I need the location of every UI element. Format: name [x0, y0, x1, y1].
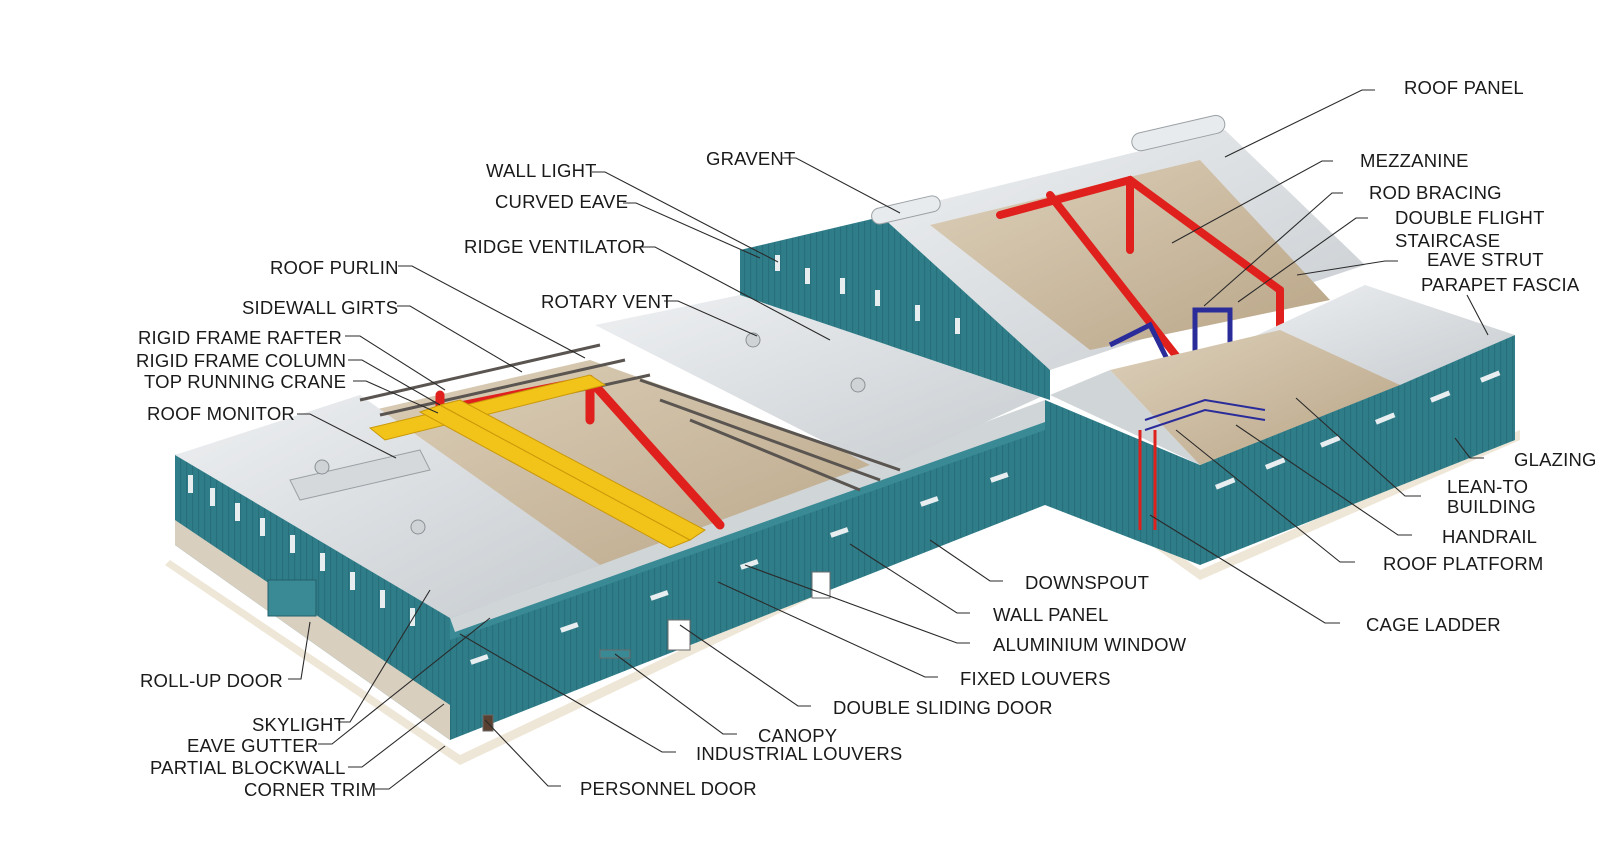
label-fixed-louvers: FIXED LOUVERS	[960, 668, 1111, 689]
roof-monitor	[289, 449, 431, 501]
lean-to-windows	[1215, 370, 1501, 490]
leader-lines	[288, 89, 1489, 790]
label-skylight: SKYLIGHT	[252, 714, 346, 735]
high-bay-gable	[740, 210, 1050, 400]
label-roof-panel: ROOF PANEL	[1404, 77, 1524, 98]
label-eave-gutter: EAVE GUTTER	[187, 735, 319, 756]
top-running-crane	[368, 374, 706, 549]
rotary-vents	[314, 332, 866, 535]
label-wall-panel: WALL PANEL	[993, 604, 1109, 625]
label-handrail: HANDRAIL	[1442, 526, 1538, 547]
label-roof-purlin: ROOF PURLIN	[270, 257, 399, 278]
label-double-sliding-door: DOUBLE SLIDING DOOR	[833, 697, 1053, 718]
label-building: BUILDING	[1447, 496, 1536, 517]
label-gravent: GRAVENT	[706, 148, 796, 169]
label-industrial-louvers: INDUSTRIAL LOUVERS	[696, 743, 903, 764]
label-wall-light: WALL LIGHT	[486, 160, 597, 181]
partial-blockwall-left	[175, 520, 450, 740]
handrail	[1144, 398, 1266, 431]
label-rigid-frame-column: RIGID FRAME COLUMN	[136, 350, 347, 371]
label-personnel-door: PERSONNEL DOOR	[580, 778, 757, 799]
label-curved-eave: CURVED EAVE	[495, 191, 629, 212]
label-glazing: GLAZING	[1514, 449, 1597, 470]
label-rod-bracing: ROD BRACING	[1369, 182, 1502, 203]
label-lean-to: LEAN-TO	[1447, 476, 1529, 497]
label-roll-up-door: ROLL-UP DOOR	[140, 670, 283, 691]
label-ridge-ventilator: RIDGE VENTILATOR	[464, 236, 646, 257]
left-wall-windows	[188, 475, 415, 626]
label-cage-ladder: CAGE LADDER	[1366, 614, 1501, 635]
label-sidewall-girts: SIDEWALL GIRTS	[242, 297, 399, 318]
roof-right-section	[595, 295, 1045, 470]
gravent	[871, 114, 1226, 225]
front-sidewall	[450, 410, 1045, 740]
label-corner-trim: CORNER TRIM	[244, 779, 377, 800]
label-rotary-vent: ROTARY VENT	[541, 291, 673, 312]
lean-to-side-wall	[1200, 335, 1515, 565]
lean-to-front-wall	[1045, 400, 1200, 565]
front-wall-windows	[470, 472, 1009, 665]
label-downspout: DOWNSPOUT	[1025, 572, 1150, 593]
label-eave-strut: EAVE STRUT	[1427, 249, 1544, 270]
label-staircase: STAIRCASE	[1395, 230, 1501, 251]
high-bay-windows	[775, 255, 960, 334]
label-mezzanine: MEZZANINE	[1360, 150, 1469, 171]
label-parapet-fascia: PARAPET FASCIA	[1421, 274, 1580, 295]
lean-to-open-roof	[1110, 330, 1400, 465]
roof-purlins	[359, 343, 901, 492]
label-canopy: CANOPY	[758, 725, 838, 746]
cage-ladder	[1138, 430, 1157, 530]
label-rigid-frame-rafter: RIGID FRAME RAFTER	[138, 327, 343, 348]
label-partial-blockwall: PARTIAL BLOCKWALL	[150, 757, 346, 778]
lean-to-roof	[1050, 370, 1200, 465]
label-roof-platform: ROOF PLATFORM	[1383, 553, 1544, 574]
label-aluminium-window: ALUMINIUM WINDOW	[993, 634, 1187, 655]
label-roof-monitor: ROOF MONITOR	[147, 403, 295, 424]
label-top-running-crane: TOP RUNNING CRANE	[144, 371, 347, 392]
label-double-flight: DOUBLE FLIGHT	[1395, 207, 1545, 228]
roof-left-section	[175, 395, 600, 618]
roll-up-door	[267, 579, 317, 617]
